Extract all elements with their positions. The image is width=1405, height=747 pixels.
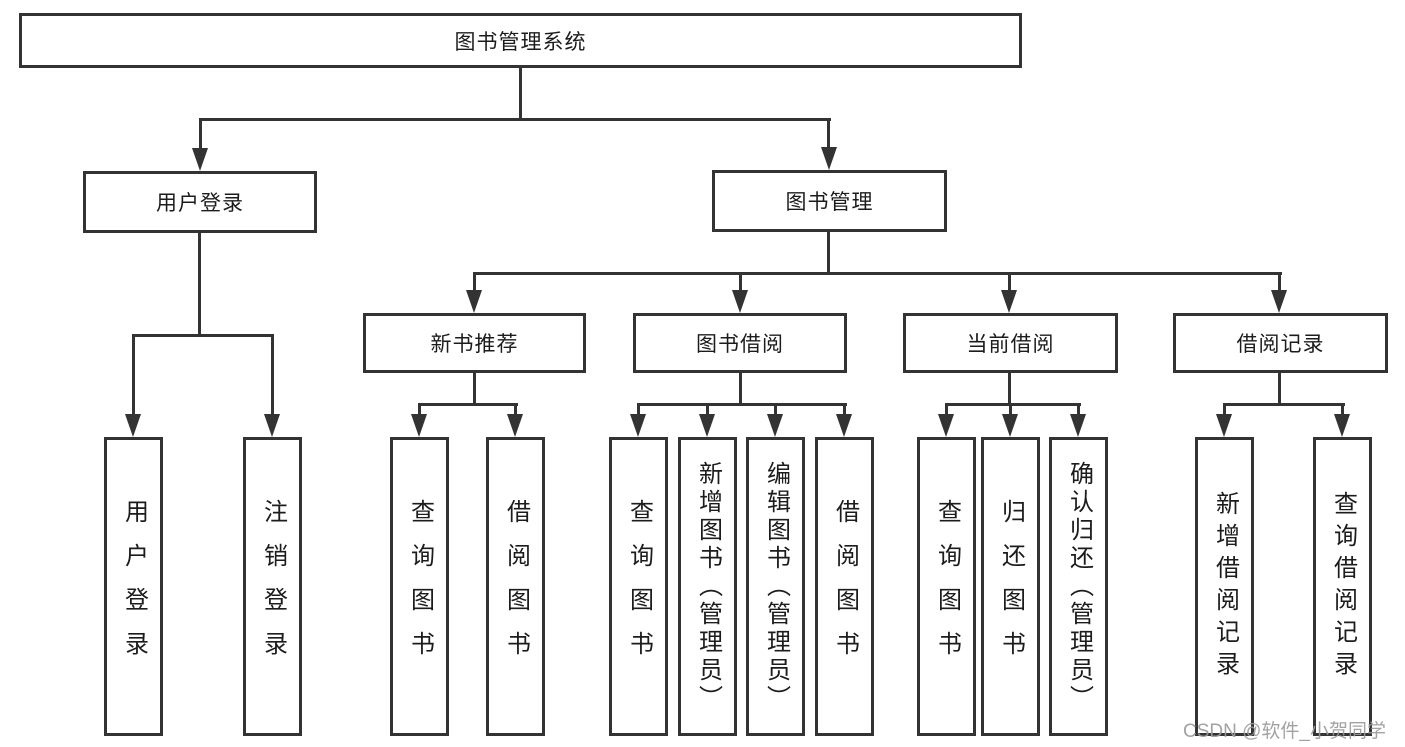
leaf-nb-query-books-label: 查询图书	[406, 498, 434, 675]
connector-stem-leaf-logout	[271, 334, 274, 418]
connector-stem-borrow-records	[1278, 272, 1281, 292]
leaf-nb-borrow-books: 借阅图书	[486, 437, 545, 736]
leaf-logout: 注销登录	[243, 437, 302, 736]
connector-user-login-branch	[132, 334, 274, 337]
node-new-book-recommend: 新书推荐	[363, 313, 586, 373]
leaf-cb-confirm-return-admin-label: 确认归还（管理员）	[1065, 460, 1093, 713]
arrow-down-cb2	[1070, 414, 1086, 437]
connector-root-drop	[519, 68, 522, 120]
leaf-bb-edit-books-admin: 编辑图书（管理员）	[746, 437, 805, 736]
leaf-bb-edit-books-admin-label: 编辑图书（管理员）	[762, 460, 790, 713]
node-borrow-records: 借阅记录	[1173, 313, 1388, 373]
leaf-br-query-record: 查询借阅记录	[1313, 437, 1372, 736]
leaf-logout-label: 注销登录	[259, 498, 287, 675]
leaf-bb-borrow-books: 借阅图书	[815, 437, 874, 736]
node-current-borrow: 当前借阅	[903, 313, 1118, 373]
connector-user-login-drop	[198, 233, 201, 336]
connector-book-borrow-branch	[637, 403, 847, 406]
node-borrow-records-label: 借阅记录	[1236, 333, 1325, 356]
arrow-down-user-login	[192, 148, 208, 171]
arrow-down-bb1	[699, 414, 715, 437]
connector-book-borrow-drop	[739, 373, 742, 405]
connector-l3-branch	[473, 272, 1282, 275]
connector-stem-br1	[1341, 403, 1344, 417]
leaf-cb-return-books-label: 归还图书	[997, 498, 1025, 675]
connector-stem-book-borrow	[739, 272, 742, 292]
node-user-login-label: 用户登录	[156, 192, 244, 215]
connector-current-borrow-drop	[1008, 373, 1011, 405]
arrow-down-cb1	[1002, 414, 1018, 437]
connector-stem-cb1	[1009, 403, 1012, 417]
leaf-cb-return-books: 归还图书	[981, 437, 1040, 736]
arrow-down-nb1	[507, 414, 523, 437]
arrow-down-bb3	[836, 414, 852, 437]
csdn-watermark: CSDN @软件_小贺同学	[1183, 721, 1386, 742]
connector-stem-cb2	[1077, 403, 1080, 417]
node-new-book-recommend-label: 新书推荐	[430, 333, 519, 356]
node-root-label: 图书管理系统	[454, 30, 587, 54]
arrow-down-current-borrow	[1001, 290, 1017, 313]
leaf-br-add-record-label: 新增借阅记录	[1211, 490, 1239, 683]
connector-stem-br0	[1223, 403, 1226, 417]
node-root: 图书管理系统	[19, 13, 1022, 68]
arrow-down-leaf-logout	[264, 414, 280, 437]
node-user-login: 用户登录	[83, 171, 317, 233]
connector-stem-nb1	[514, 403, 517, 417]
leaf-bb-query-books: 查询图书	[609, 437, 668, 736]
connector-borrow-records-branch	[1223, 403, 1345, 406]
leaf-nb-borrow-books-label: 借阅图书	[502, 498, 530, 675]
arrow-down-leaf-login	[125, 414, 141, 437]
connector-stem-current-borrow	[1008, 272, 1011, 292]
leaf-bb-add-books-admin-label: 新增图书（管理员）	[694, 460, 722, 713]
connector-stem-bb3	[843, 403, 846, 417]
connector-stem-bb0	[637, 403, 640, 417]
connector-new-book-branch	[418, 403, 518, 406]
arrow-down-book-mgmt	[821, 147, 837, 170]
leaf-cb-query-books: 查询图书	[917, 437, 976, 736]
connector-stem-cb0	[945, 403, 948, 417]
leaf-cb-confirm-return-admin: 确认归还（管理员）	[1049, 437, 1108, 736]
leaf-user-login-label: 用户登录	[120, 498, 148, 675]
arrow-down-new-book	[466, 290, 482, 313]
node-book-borrow-label: 图书借阅	[696, 333, 784, 356]
arrow-down-cb0	[938, 414, 954, 437]
leaf-cb-query-books-label: 查询图书	[933, 498, 961, 675]
leaf-br-query-record-label: 查询借阅记录	[1329, 490, 1357, 683]
node-book-mgmt-label: 图书管理	[785, 191, 874, 214]
arrow-down-bb2	[767, 414, 783, 437]
arrow-down-borrow-records	[1271, 290, 1287, 313]
connector-stem-user-login	[199, 118, 202, 152]
connector-stem-leaf-login	[132, 334, 135, 418]
node-current-borrow-label: 当前借阅	[966, 333, 1055, 356]
connector-stem-bb2	[774, 403, 777, 417]
leaf-user-login: 用户登录	[104, 437, 163, 736]
leaf-bb-query-books-label: 查询图书	[625, 498, 653, 675]
node-book-mgmt: 图书管理	[712, 170, 947, 232]
connector-borrow-records-drop	[1278, 373, 1281, 405]
leaf-bb-borrow-books-label: 借阅图书	[831, 498, 859, 675]
arrow-down-bb0	[630, 414, 646, 437]
arrow-down-br0	[1216, 414, 1232, 437]
arrow-down-book-borrow	[732, 290, 748, 313]
connector-stem-new-book	[473, 272, 476, 292]
arrow-down-br1	[1334, 414, 1350, 437]
leaf-nb-query-books: 查询图书	[390, 437, 449, 736]
arrow-down-nb0	[411, 414, 427, 437]
leaf-bb-add-books-admin: 新增图书（管理员）	[678, 437, 737, 736]
connector-stem-bb1	[706, 403, 709, 417]
connector-stem-nb0	[418, 403, 421, 417]
connector-root-branch	[199, 118, 831, 121]
connector-new-book-drop	[473, 373, 476, 405]
leaf-br-add-record: 新增借阅记录	[1195, 437, 1254, 736]
node-book-borrow: 图书借阅	[633, 313, 847, 373]
connector-current-borrow-branch	[945, 403, 1081, 406]
connector-stem-book-mgmt	[827, 118, 830, 151]
connector-book-mgmt-drop	[827, 232, 830, 274]
